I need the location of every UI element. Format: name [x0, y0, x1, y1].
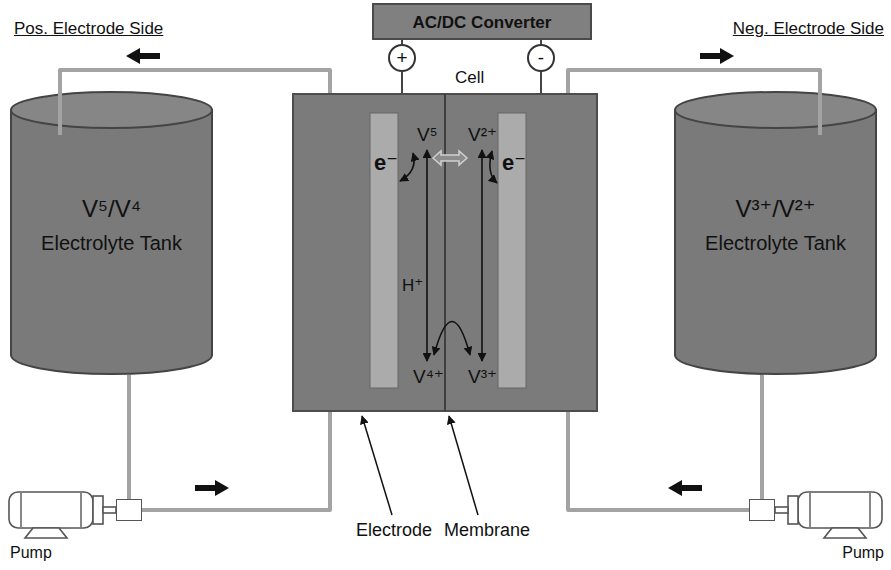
cell-interior	[292, 93, 598, 412]
flow-arrow	[195, 480, 229, 496]
motor-rib	[20, 493, 21, 527]
cell-housing	[293, 94, 597, 411]
pump-coupling	[749, 499, 775, 521]
pump-unit: Pump	[745, 488, 888, 568]
electrolyte-tank: V³⁺/V²⁺ Electrolyte Tank	[672, 90, 879, 375]
flow-arrow	[126, 48, 160, 64]
pump-unit: Pump	[3, 488, 145, 568]
electrolyte-pipe	[60, 70, 330, 93]
membrane-line	[444, 94, 446, 411]
part-label: Electrode	[356, 520, 432, 541]
electrolyte-pipe	[568, 412, 749, 510]
electrolyte-pipe	[127, 375, 131, 499]
ion-exchange-arrow	[433, 151, 467, 165]
motor-rib	[809, 493, 810, 527]
electrolyte-pipe	[568, 70, 820, 93]
converter-box: AC/DC Converter	[372, 3, 592, 40]
flow-arrow	[700, 48, 734, 64]
cell-label: Cell	[455, 68, 484, 88]
pipe-stub	[818, 90, 822, 135]
electrolyte-pipe	[760, 375, 764, 499]
side-heading: Pos. Electrode Side	[14, 19, 163, 39]
part-label: Membrane	[444, 520, 530, 541]
motor-rib	[869, 493, 870, 527]
motor-feet	[824, 528, 866, 538]
tank-lid	[11, 92, 212, 128]
electrode-plate	[370, 113, 398, 388]
motor-feet	[25, 528, 67, 538]
pipe-stub	[58, 90, 62, 135]
power-wire	[540, 72, 542, 93]
side-heading: Neg. Electrode Side	[733, 19, 884, 39]
pump-label: Pump	[10, 544, 52, 562]
terminal-circle: +	[388, 44, 416, 72]
converter-label: AC/DC Converter	[374, 13, 590, 33]
motor-shaft	[103, 507, 116, 513]
tank-species: V³⁺/V²⁺	[672, 195, 879, 223]
reaction-arrow	[426, 150, 428, 361]
tank-species: V⁵/V⁴	[8, 195, 215, 223]
leader-line	[449, 416, 478, 515]
terminal-circle: -	[527, 44, 555, 72]
leader-line	[362, 416, 392, 515]
motor-cap	[788, 496, 798, 524]
power-wire	[401, 72, 403, 93]
pump-motor	[775, 492, 882, 538]
tank-label: Electrolyte Tank	[8, 232, 215, 255]
terminal-sign: +	[390, 47, 414, 69]
motor-body	[9, 492, 93, 528]
motor-cap	[93, 496, 103, 524]
motor-shaft	[775, 507, 788, 513]
reaction-arrow	[434, 322, 470, 356]
tank-lid	[675, 92, 876, 128]
terminal-sign: -	[529, 47, 553, 69]
reaction-arrow	[481, 150, 483, 361]
reaction-arrow	[490, 151, 497, 183]
reaction-arrow	[400, 153, 414, 181]
motor-rib	[80, 493, 81, 527]
cell-body	[292, 93, 598, 412]
motor-body	[798, 492, 882, 528]
electrolyte-pipe	[142, 412, 330, 510]
flow-arrow	[668, 480, 702, 496]
pump-motor	[9, 492, 116, 538]
electrode-plate	[498, 113, 526, 388]
pump-label: Pump	[842, 544, 884, 562]
pump-coupling	[116, 499, 142, 521]
tank-label: Electrolyte Tank	[672, 232, 879, 255]
electrolyte-tank: V⁵/V⁴ Electrolyte Tank	[8, 90, 215, 375]
flow-cell: Cell	[292, 66, 598, 412]
